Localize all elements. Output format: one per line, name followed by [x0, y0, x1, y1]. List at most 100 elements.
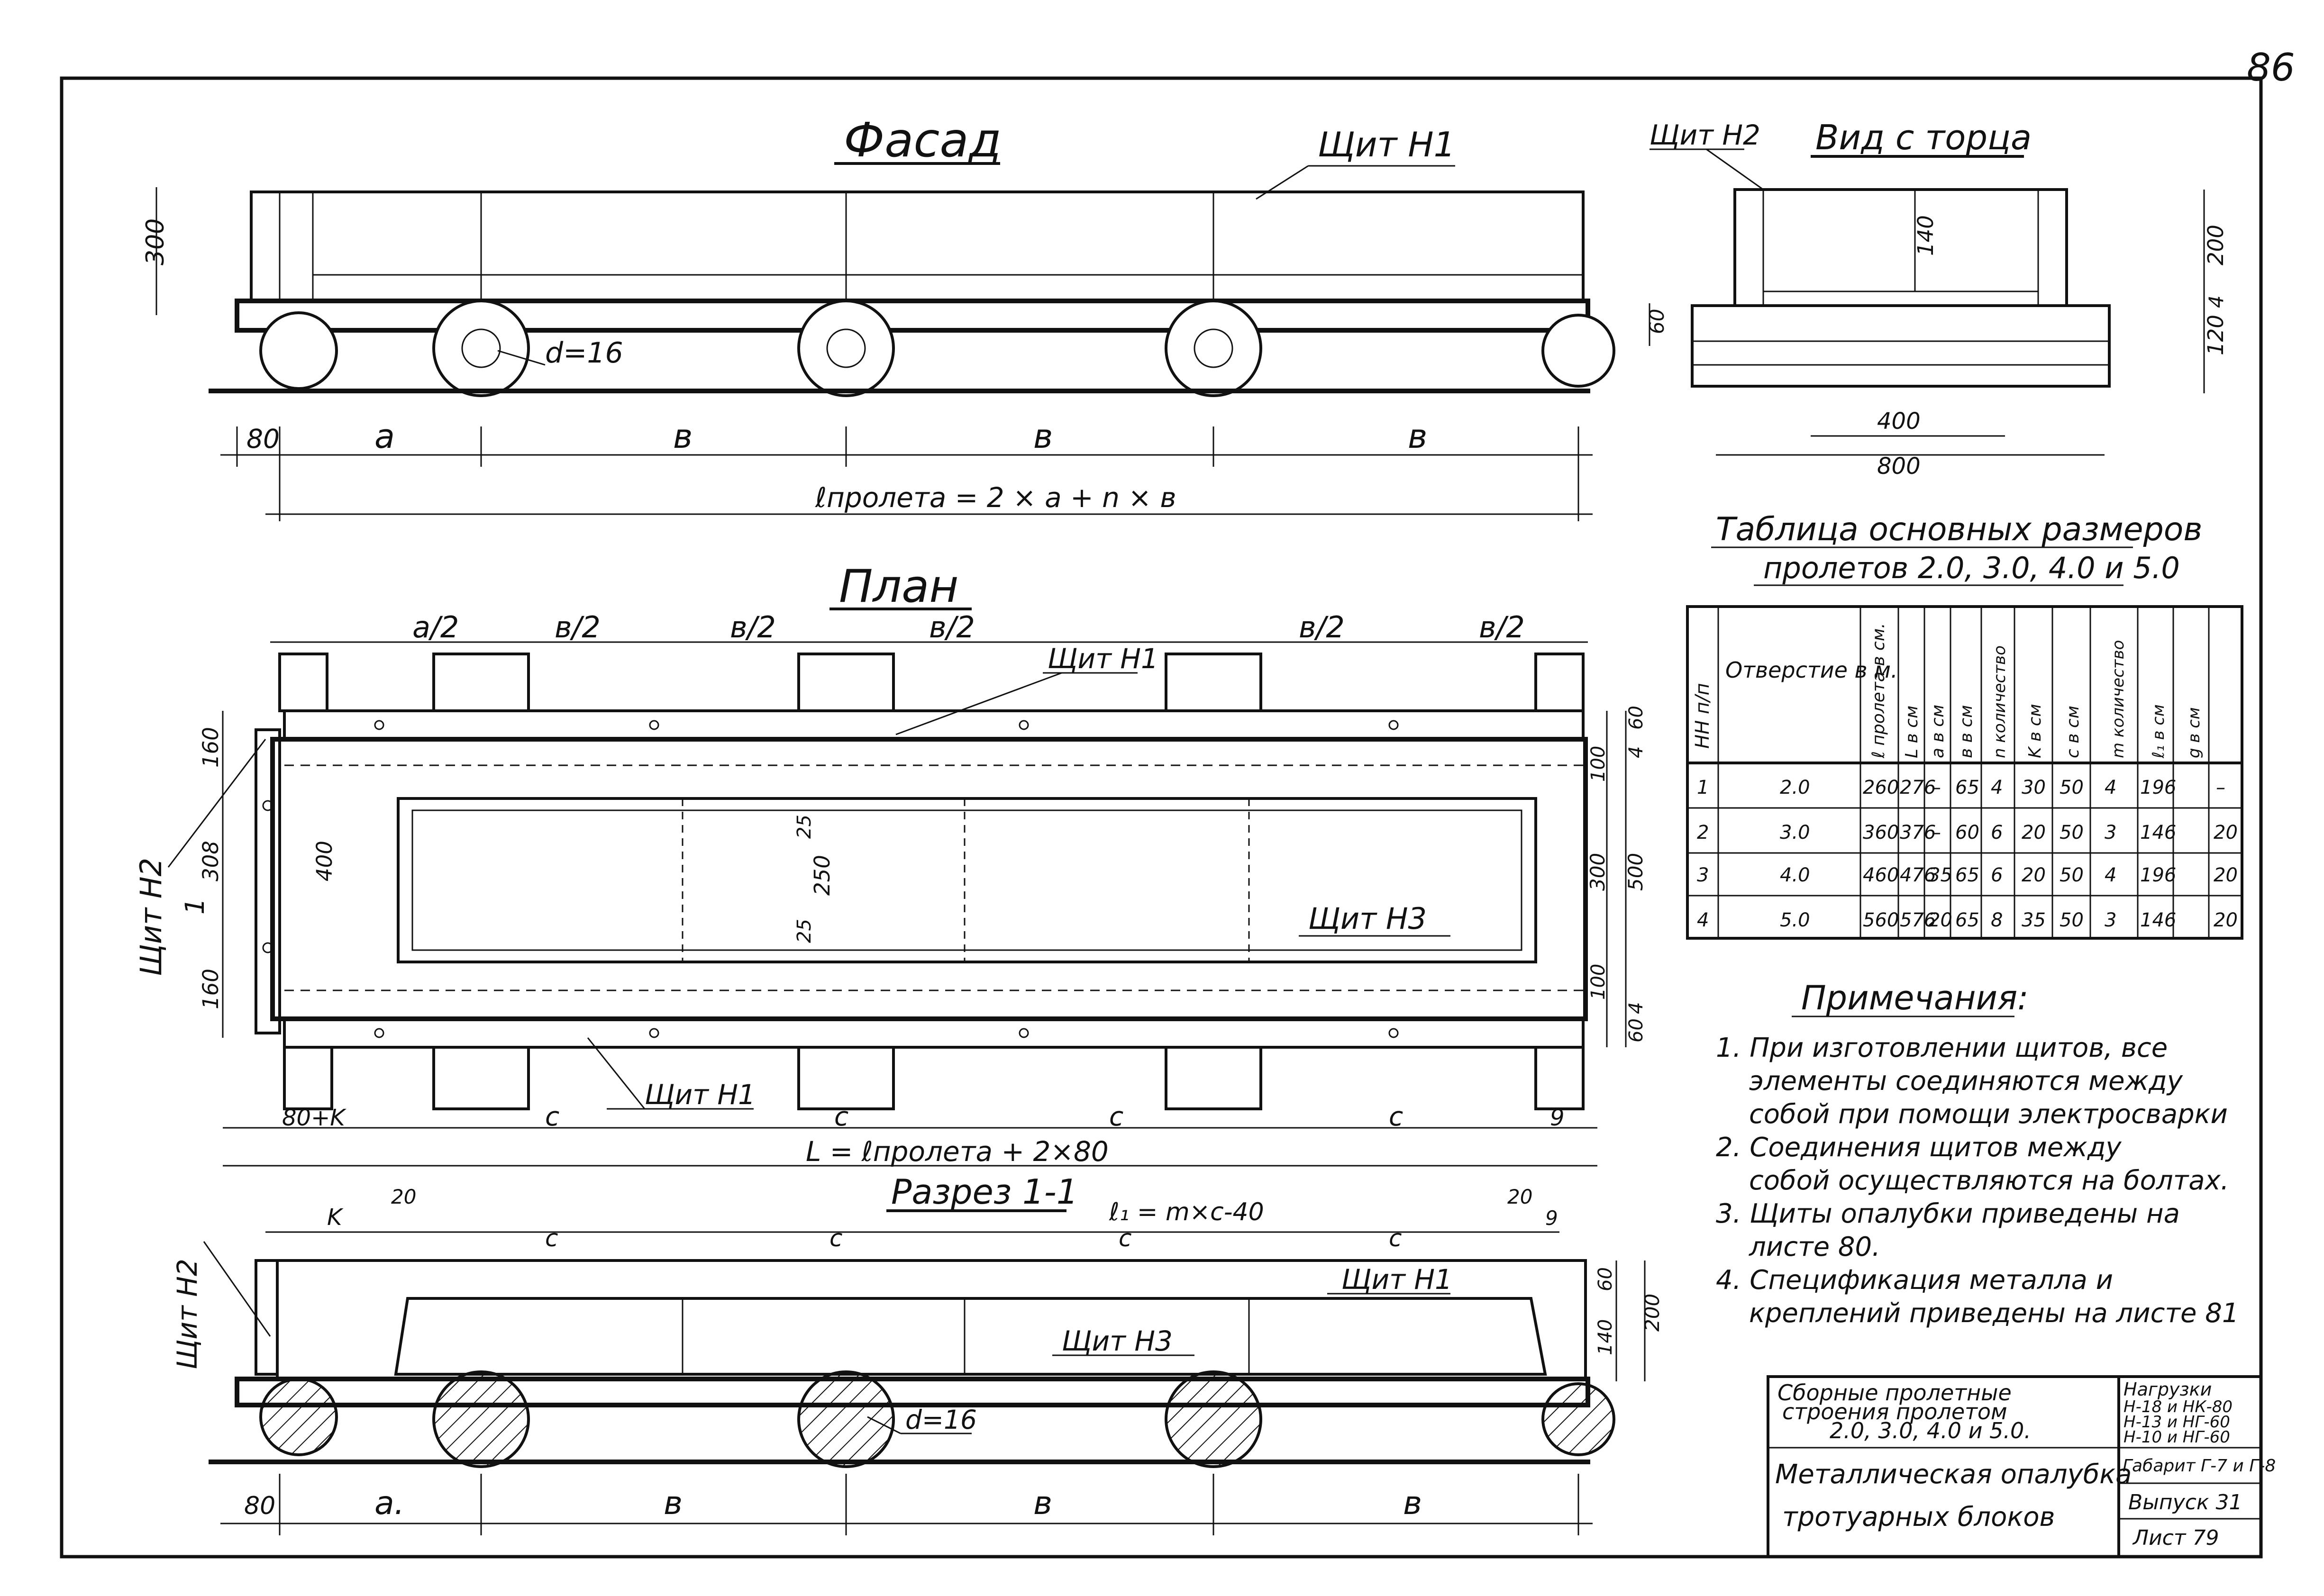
sheet-corner-number: 86 [2247, 45, 2295, 90]
plan-section-mark: 1 [180, 898, 210, 915]
end-view-beam [1691, 304, 2111, 388]
plan-title: План [839, 561, 958, 613]
title-block: Сборные пролетные строения пролетом 2.0,… [1767, 1375, 2276, 1558]
svg-text:560: 560 [1863, 909, 1899, 931]
svg-text:276: 276 [1900, 777, 1936, 798]
svg-text:20: 20 [2022, 822, 2046, 843]
section-log-end [1541, 1382, 1615, 1456]
svg-text:146: 146 [2140, 909, 2176, 931]
svg-text:8: 8 [1991, 909, 2003, 931]
dimensions-table: Таблица основных размеров пролетов 2.0, … [1686, 511, 2243, 940]
table-header-l: L в см [1902, 706, 1922, 758]
plan-left-dim-160-top: 160 [198, 727, 223, 768]
title-loads-line2: Н-18 и НК-80 [2123, 1397, 2233, 1416]
table-header-l1: ℓ₁ в см [2149, 704, 2168, 759]
plan-right-dim-300: 300 [1586, 853, 1609, 891]
svg-text:20: 20 [1928, 909, 1952, 931]
end-view-dim-4: 4 [2205, 295, 2228, 308]
plan-label-n2: Щит Н2 [134, 858, 168, 976]
plan-bottom-dim-c4: c [1389, 1101, 1403, 1132]
svg-text:4: 4 [1991, 777, 2003, 798]
facade-dim-b2: в [1033, 417, 1053, 456]
plan-bottom-dim-c3: c [1109, 1101, 1123, 1132]
svg-text:4: 4 [2105, 864, 2116, 886]
table-header-m: m количество [2109, 640, 2128, 758]
facade-log [432, 299, 530, 397]
svg-text:–: – [2216, 777, 2225, 798]
section-top-dim-9: 9 [1545, 1206, 1558, 1230]
svg-text:260: 260 [1863, 777, 1899, 798]
svg-text:20: 20 [2022, 864, 2046, 886]
facade-shield-label: Щит Н1 [1318, 125, 1455, 164]
section-top-dim-20-right: 20 [1507, 1185, 1532, 1208]
plan-inner-dim-25-top: 25 [793, 815, 815, 839]
svg-text:476: 476 [1900, 864, 1936, 886]
section-label-n3: Щит Н3 [1062, 1325, 1173, 1357]
svg-text:20: 20 [2214, 909, 2238, 931]
svg-text:3: 3 [2105, 909, 2116, 931]
facade-dim-height: 300 [141, 218, 170, 265]
svg-text:1: 1 [1697, 777, 1709, 798]
facade-span-formula: ℓпролета = 2 × a + n × в [815, 481, 1176, 514]
table-subtitle: пролетов 2.0, 3.0, 4.0 и 5.0 [1763, 551, 2180, 585]
plan-shield-n2 [255, 728, 281, 1034]
plan-right-dim-100-bottom: 100 [1587, 964, 1609, 1000]
svg-text:50: 50 [2060, 777, 2084, 798]
section-shield-n2 [255, 1259, 279, 1376]
plan-inner-dim-25-bottom: 25 [793, 919, 815, 943]
section-dim-80: 80 [244, 1492, 275, 1520]
title-project-line3: 2.0, 3.0, 4.0 и 5.0. [1830, 1418, 2031, 1443]
title-drawing-line2: тротуарных блоков [1782, 1502, 2055, 1533]
plan-left-dim-308: 308 [198, 841, 223, 881]
section-shield-n3 [394, 1297, 1547, 1376]
section-log [797, 1370, 895, 1468]
section-log [432, 1370, 530, 1468]
section-view: Разрез 1-1 ℓ₁ = m×c-40 K 20 c c c c 20 9… [171, 1172, 1664, 1535]
section-top-dim-20-left: 20 [391, 1185, 416, 1208]
svg-text:4: 4 [2105, 777, 2116, 798]
title-gabarit: Габарит Г-7 и Г-8 [2123, 1456, 2276, 1476]
svg-text:35: 35 [1928, 864, 1952, 886]
section-dim-a: a. [374, 1485, 404, 1522]
plan-top-dim-b2-3: в/2 [929, 610, 975, 644]
svg-text:60: 60 [1955, 822, 1979, 843]
plan-shield-n3 [397, 797, 1537, 963]
svg-text:65: 65 [1955, 864, 1979, 886]
svg-text:20: 20 [2214, 864, 2238, 886]
notes-line-5: собой осуществляются на болтах. [1749, 1165, 2229, 1196]
table-header-g: g в см [2185, 707, 2204, 758]
facade-dim-b3: в [1408, 417, 1427, 456]
plan-top-dim-b2-1: в/2 [555, 610, 601, 644]
svg-text:30: 30 [2022, 777, 2046, 798]
table-header-n: n количество [1990, 645, 2009, 758]
plan-top-dim-a2: a/2 [412, 610, 459, 644]
plan-right-dim-500: 500 [1624, 853, 1647, 891]
title-loads-line1: Нагрузки [2123, 1379, 2212, 1400]
plan-left-dim-160-bottom: 160 [198, 969, 223, 1009]
facade-view: Фасад Щит Н1 d=16 300 [141, 112, 1615, 521]
svg-text:50: 50 [2060, 909, 2084, 931]
svg-text:5.0: 5.0 [1780, 909, 1810, 931]
table-title: Таблица основных размеров [1716, 511, 2202, 548]
plan-right-dim-60-bottom: 60 [1625, 1018, 1647, 1043]
plan-label-n3: Щит Н3 [1308, 901, 1427, 936]
end-view-dim-200: 200 [2203, 225, 2228, 265]
facade-log [1165, 299, 1262, 397]
section-log [1165, 1370, 1262, 1468]
section-label-n2: Щит Н2 [171, 1259, 203, 1369]
notes-line-9: креплений приведены на листе 81 [1749, 1298, 2239, 1329]
facade-log-end [1541, 314, 1615, 388]
svg-text:2: 2 [1697, 822, 1709, 843]
plan-label-n1-top: Щит Н1 [1048, 643, 1158, 675]
plan-bottom-dim-c1: c [545, 1101, 559, 1132]
svg-text:376: 376 [1900, 822, 1936, 843]
plan-label-n1-bottom: Щит Н1 [645, 1079, 756, 1111]
plan-bottom-dim-9: 9 [1550, 1105, 1565, 1131]
plan-bottom-dim-80k: 80+K [282, 1105, 346, 1131]
end-view-title: Вид с торца [1815, 118, 2032, 157]
facade-dim-80: 80 [246, 424, 280, 454]
svg-text:20: 20 [2214, 822, 2238, 843]
